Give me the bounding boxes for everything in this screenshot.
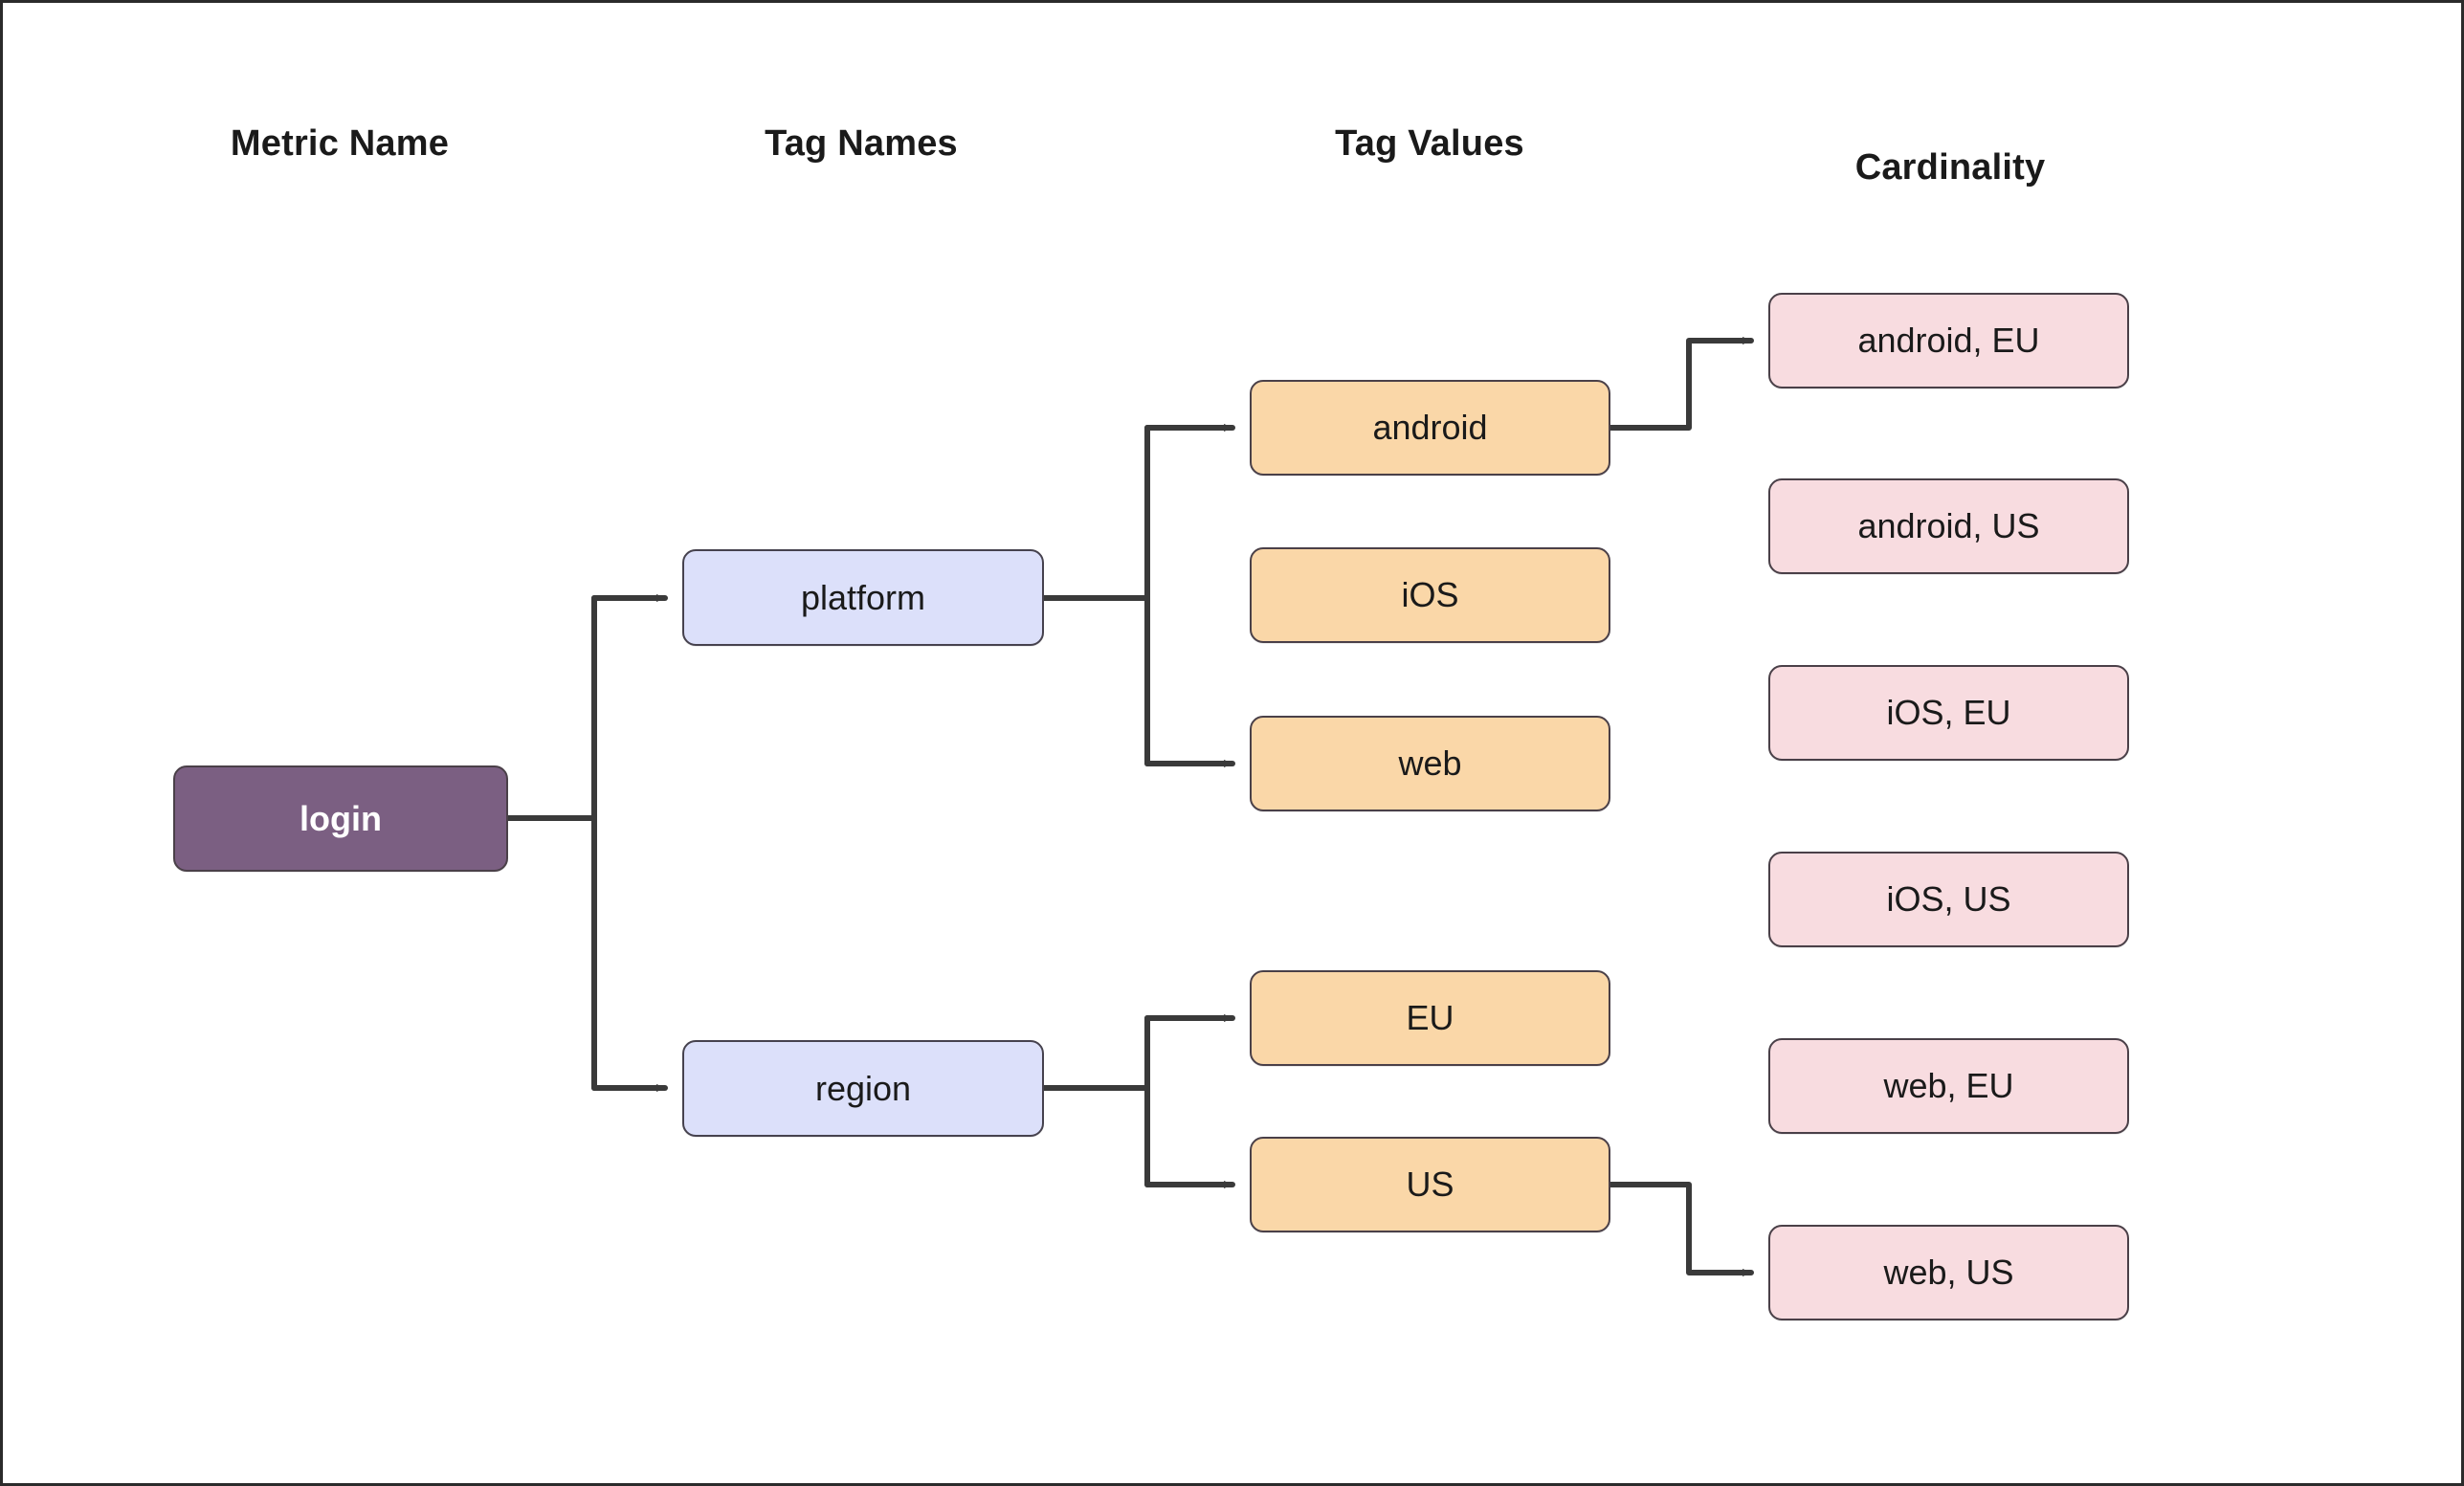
column-header-tag-names: Tag Names bbox=[765, 123, 958, 164]
node-tagname-platform[interactable]: platform bbox=[682, 549, 1044, 646]
node-metric-login[interactable]: login bbox=[173, 765, 508, 872]
node-tagvalue-android[interactable]: android bbox=[1250, 380, 1610, 476]
node-cardinality-android-us[interactable]: android, US bbox=[1768, 478, 2129, 574]
column-header-cardinality: Cardinality bbox=[1854, 147, 2046, 188]
column-header-tag-values: Tag Values bbox=[1335, 123, 1524, 164]
node-cardinality-android-eu[interactable]: android, EU bbox=[1768, 293, 2129, 388]
column-header-metric-name: Metric Name bbox=[230, 123, 450, 164]
node-cardinality-ios-us[interactable]: iOS, US bbox=[1768, 852, 2129, 947]
node-cardinality-web-eu[interactable]: web, EU bbox=[1768, 1038, 2129, 1134]
node-cardinality-ios-eu[interactable]: iOS, EU bbox=[1768, 665, 2129, 761]
edge-us-web-us bbox=[1608, 1182, 1754, 1276]
node-tagvalue-eu[interactable]: EU bbox=[1250, 970, 1610, 1066]
edge-android-android-eu bbox=[1608, 337, 1754, 431]
node-tagname-region[interactable]: region bbox=[682, 1040, 1044, 1137]
node-cardinality-web-us[interactable]: web, US bbox=[1768, 1225, 2129, 1320]
node-tagvalue-web[interactable]: web bbox=[1250, 716, 1610, 811]
node-tagvalue-us[interactable]: US bbox=[1250, 1137, 1610, 1232]
node-tagvalue-ios[interactable]: iOS bbox=[1250, 547, 1610, 643]
